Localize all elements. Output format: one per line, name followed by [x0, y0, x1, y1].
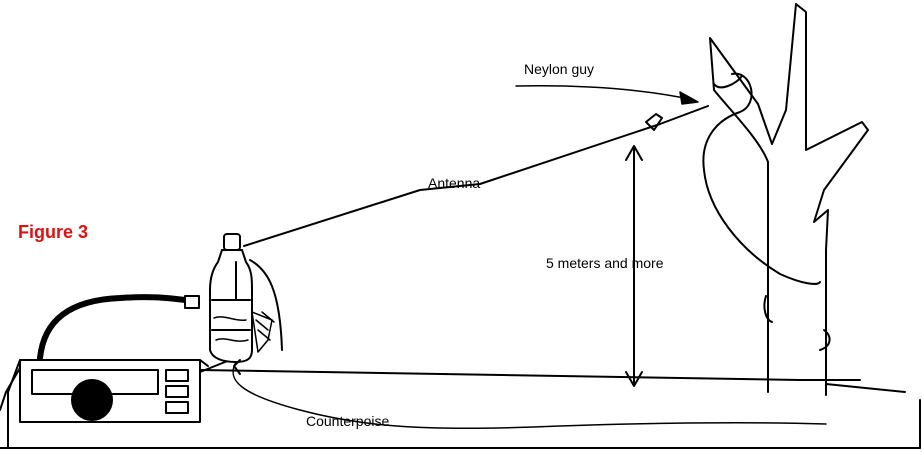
ground-surface — [0, 359, 921, 449]
counterpoise-wire — [232, 361, 827, 430]
guy-label: Neylon guy — [524, 61, 594, 77]
height-arrow — [625, 145, 643, 387]
cable-connector — [184, 295, 200, 309]
counterpoise-label: Counterpoise — [306, 413, 389, 429]
antenna-label: Antenna — [428, 175, 480, 191]
height-label: 5 meters and more — [546, 255, 664, 271]
radio-transceiver-icon — [7, 359, 209, 449]
bottle-tuner-icon — [209, 233, 283, 375]
antenna-wire — [243, 105, 709, 247]
guy-pointer-arrowhead — [679, 91, 699, 105]
guy-pointer-line — [515, 85, 695, 101]
figure-label: Figure 3 — [18, 222, 88, 242]
tree-icon — [702, 3, 869, 396]
coax-cable — [37, 294, 199, 361]
insulator — [645, 113, 663, 131]
